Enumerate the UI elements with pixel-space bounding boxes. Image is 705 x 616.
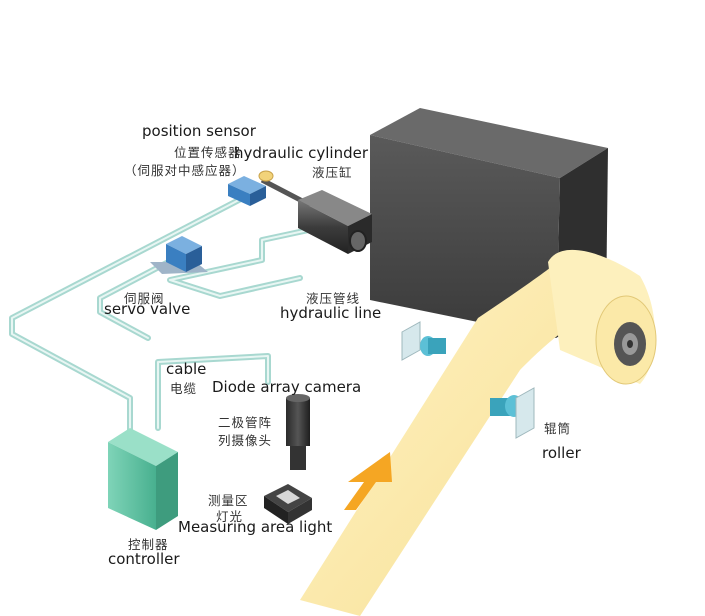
roller-upper: [401, 321, 446, 361]
roller-lower: [490, 387, 535, 439]
camera-label-zh-1: 二极管阵: [218, 415, 273, 430]
measuring-area-light: [264, 484, 312, 524]
position-sensor-label-zh: 位置传感器: [174, 145, 242, 160]
position-sensor: [228, 170, 274, 206]
servo-valve-label: servo valve: [104, 300, 191, 318]
hydraulic-cylinder: [260, 177, 372, 254]
hydraulic-cylinder-label: hydraulic cylinder: [234, 144, 369, 162]
paper-web: [300, 249, 657, 616]
camera-label: Diode array camera: [212, 378, 362, 396]
controller-label: controller: [108, 550, 180, 568]
diode-array-camera: [286, 394, 310, 470]
camera-label-zh-2: 列摄像头: [218, 433, 273, 448]
hydraulic-line-label-zh: 液压管线: [306, 291, 361, 306]
cable-label: cable: [166, 360, 207, 378]
roller-label-zh: 辊筒: [544, 421, 572, 436]
controller-box: [108, 428, 178, 530]
hydraulic-line-label: hydraulic line: [280, 304, 382, 322]
position-sensor-label: position sensor: [142, 122, 256, 140]
light-label-zh-1: 测量区: [208, 493, 249, 508]
hydraulic-cylinder-label-zh: 液压缸: [312, 165, 353, 180]
servo-valve: [150, 236, 208, 274]
light-label-zh-2: 灯光: [216, 509, 244, 524]
servo-valve-label-zh: 伺服阀: [124, 291, 165, 306]
cable-label-zh: 电缆: [170, 381, 198, 396]
position-sensor-sub-label-zh: （伺服对中感应器）: [124, 163, 246, 178]
direction-arrow: [344, 452, 392, 510]
light-label: Measuring area light: [178, 518, 333, 536]
controller-label-zh: 控制器: [128, 537, 169, 552]
hydraulic-lines-core: [11, 187, 319, 431]
roller-label: roller: [542, 444, 581, 462]
